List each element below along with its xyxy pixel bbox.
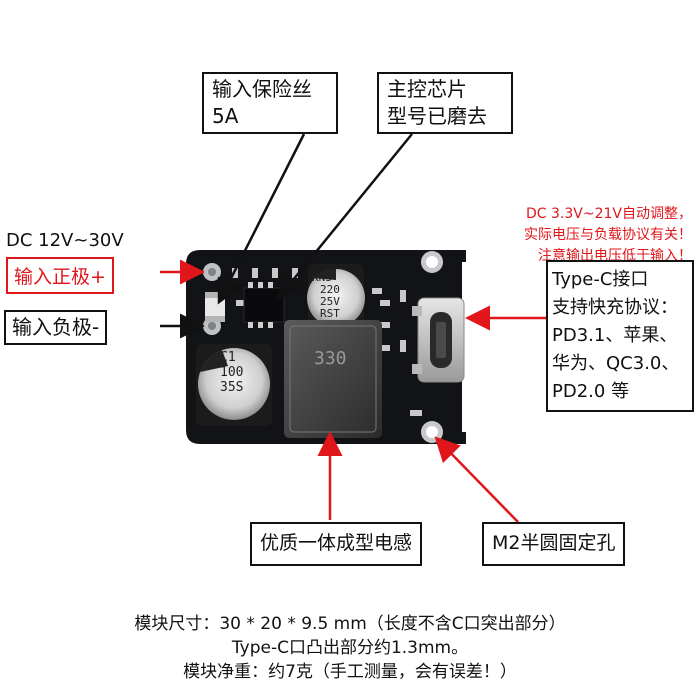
- cap-value: 220: [320, 283, 340, 296]
- footer-weight: 模块净重：约7克（手工测量，会有误差！）: [183, 662, 517, 682]
- chip-label-line2: 型号已磨去: [387, 104, 487, 128]
- chip-label-line1: 主控芯片: [387, 77, 467, 101]
- inductor-label-box: 优质一体成型电感: [250, 522, 423, 566]
- footer-dimensions: 模块尺寸：30 * 20 * 9.5 mm（长度不含C口突出部分）: [134, 614, 566, 634]
- dc-range-label: DC 12V~30V: [6, 230, 124, 251]
- typec-line3: PD3.1、苹果、: [552, 325, 678, 346]
- hole-label-box: M2半圆固定孔: [482, 522, 626, 566]
- cap-c1-voltage: 35S: [220, 380, 244, 395]
- cap-c1: C1: [220, 350, 236, 365]
- usb-c-port: [412, 297, 465, 383]
- capacitor-large-print: C1 100 35S: [220, 350, 243, 395]
- input-positive-label: 输入正极+: [6, 257, 114, 294]
- typec-line4: 华为、QC3.0、: [552, 353, 680, 374]
- output-voltage-note: DC 3.3V~21V自动调整， 实际电压与负载协议有关！ 注意输出电压低于输入…: [474, 204, 692, 267]
- footer-typec-protrusion: Type-C口凸出部分约1.3mm。: [231, 638, 469, 658]
- fuse-label-line1: 输入保险丝: [212, 77, 312, 101]
- cap-c1-value: 100: [220, 365, 244, 380]
- fuse-label-line2: 5A: [212, 104, 239, 128]
- capacitor-large: [196, 344, 272, 426]
- inductor: [284, 320, 382, 438]
- fuse-label-box: 输入保险丝 5A: [202, 72, 338, 134]
- note-line2: 实际电压与负载协议有关！: [524, 227, 692, 243]
- main-chip: [243, 287, 285, 323]
- typec-line1: Type-C接口: [552, 269, 649, 290]
- annotation-arrows: [160, 133, 546, 523]
- capacitor-small-print: KNS 220 25V RST: [312, 272, 362, 320]
- cap-brand: KNS: [312, 271, 332, 284]
- input-negative-label: 输入负极-: [4, 310, 108, 345]
- cap-code: RST: [320, 307, 340, 320]
- inductor-code: 330: [314, 348, 347, 369]
- typec-line2: 支持快充协议：: [552, 297, 678, 318]
- typec-label-box: Type-C接口 支持快充协议： PD3.1、苹果、 华为、QC3.0、 PD2…: [546, 260, 694, 412]
- cap-voltage: 25V: [320, 295, 340, 308]
- note-line1: DC 3.3V~21V自动调整，: [526, 206, 692, 222]
- chip-label-box: 主控芯片 型号已磨去: [377, 72, 513, 134]
- capacitor-small: [307, 264, 365, 330]
- typec-line5: PD2.0 等: [552, 381, 630, 402]
